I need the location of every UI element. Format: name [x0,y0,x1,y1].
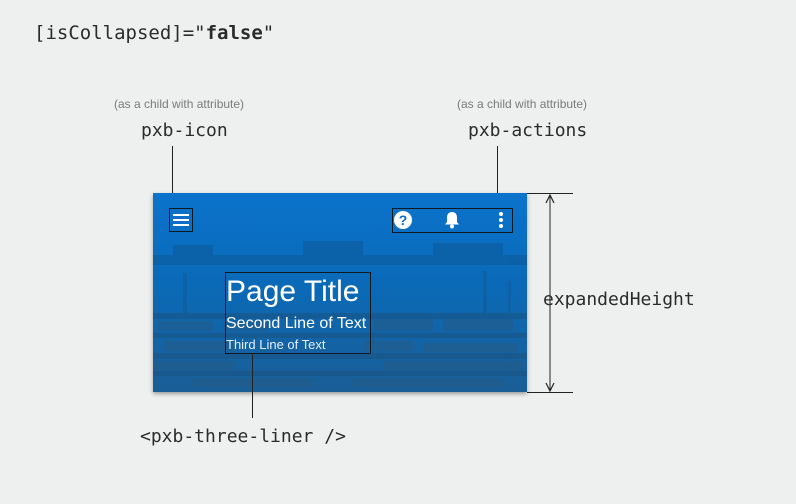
svg-text:?: ? [399,212,408,228]
icon-callout-line [172,146,173,208]
caption-suffix: " [262,22,275,44]
actions-callout-note: (as a child with attribute) [457,97,588,111]
header-background-image [153,193,527,392]
app-header: ? Page Title Second Line of Text Third L… [153,193,527,392]
actions-outline [392,208,513,233]
icon-callout-label: pxb-icon [141,120,228,141]
page-info: Third Line of Text [226,337,326,352]
help-icon[interactable]: ? [393,210,413,230]
icon-callout-note: (as a child with attribute) [114,97,245,111]
height-top-tick [527,193,573,194]
three-liner-callout-label: <pxb-three-liner /> [140,426,346,447]
page-subtitle: Second Line of Text [226,315,367,332]
actions-callout-line [497,146,498,208]
height-callout-label: expandedHeight [543,289,695,310]
nav-icon-outline [169,208,193,232]
menu-icon[interactable] [171,210,191,230]
is-collapsed-caption: [isCollapsed]="false" [34,22,274,44]
page-title: Page Title [226,275,360,308]
more-vert-icon[interactable] [491,210,511,230]
actions-callout-label: pxb-actions [468,120,588,141]
caption-value: false [205,22,263,44]
caption-prefix: [isCollapsed]=" [34,22,206,44]
height-bottom-tick [527,392,573,393]
three-liner: Page Title Second Line of Text Third Lin… [225,272,371,354]
three-liner-callout-line [252,353,253,418]
height-arrow [545,194,555,392]
bell-icon[interactable] [442,210,462,230]
